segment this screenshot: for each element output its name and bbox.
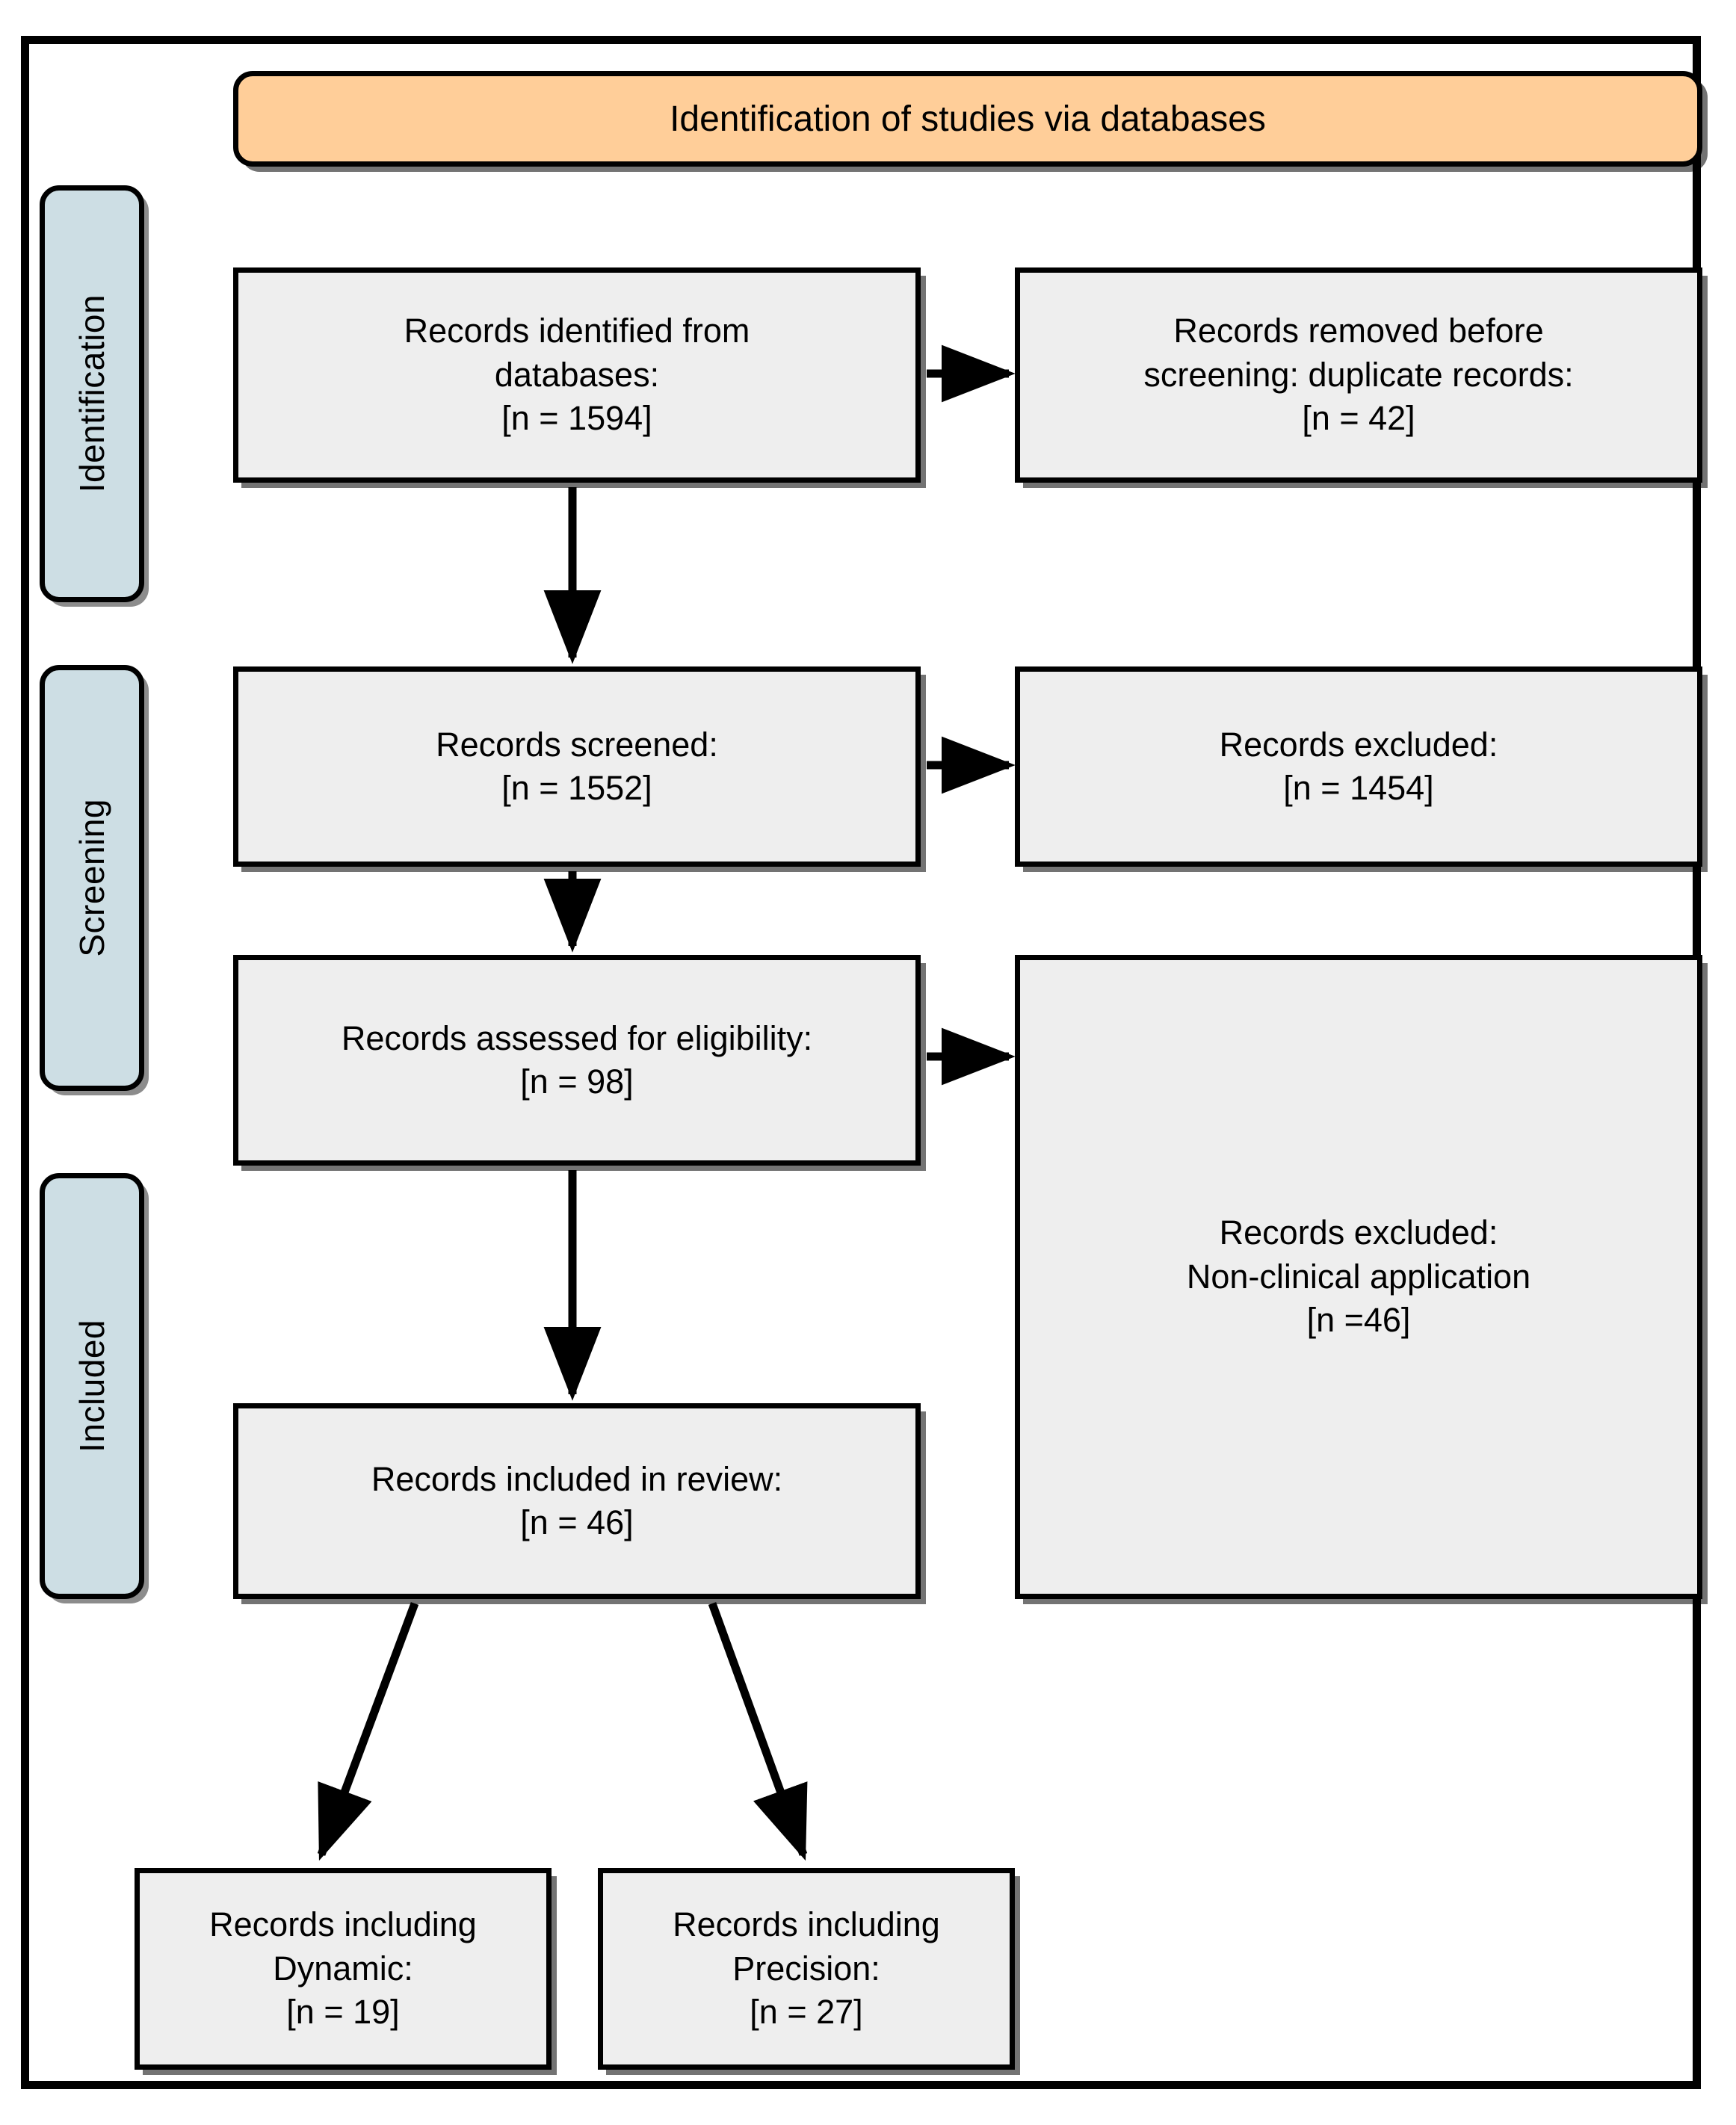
node-records-including-precision-text: Records including Precision: [n = 27] [673,1905,940,2032]
header-banner: Identification of studies via databases [233,71,1702,167]
node-records-excluded-nonclinical-text: Records excluded: Non-clinical applicati… [1186,1213,1531,1340]
node-records-assessed-eligibility-text: Records assessed for eligibility: [n = 9… [341,1018,813,1101]
stage-tab-screening: Screening [40,665,144,1091]
node-records-including-dynamic: Records including Dynamic: [n = 19] [135,1868,552,2070]
node-records-included-review: Records included in review: [n = 46] [233,1403,921,1599]
node-records-excluded-screening: Records excluded: [n = 1454] [1015,666,1702,867]
stage-tab-screening-label: Screening [72,799,111,957]
node-records-identified: Records identified from databases: [n = … [233,267,921,483]
stage-tab-identification-label: Identification [72,294,111,493]
stage-tab-identification: Identification [40,185,144,602]
node-records-removed-text: Records removed before screening: duplic… [1143,312,1574,438]
stage-tab-included: Included [40,1173,144,1599]
node-records-excluded-nonclinical: Records excluded: Non-clinical applicati… [1015,955,1702,1599]
node-records-removed: Records removed before screening: duplic… [1015,267,1702,483]
header-banner-label: Identification of studies via databases [670,99,1266,139]
node-records-including-dynamic-text: Records including Dynamic: [n = 19] [209,1905,477,2032]
node-records-including-precision: Records including Precision: [n = 27] [598,1868,1015,2070]
node-records-screened-text: Records screened: [n = 1552] [436,725,718,808]
node-records-included-review-text: Records included in review: [n = 46] [371,1459,783,1542]
node-records-identified-text: Records identified from databases: [n = … [404,312,750,438]
node-records-screened: Records screened: [n = 1552] [233,666,921,867]
stage-tab-included-label: Included [72,1320,111,1453]
node-records-excluded-screening-text: Records excluded: [n = 1454] [1219,725,1498,808]
node-records-assessed-eligibility: Records assessed for eligibility: [n = 9… [233,955,921,1166]
